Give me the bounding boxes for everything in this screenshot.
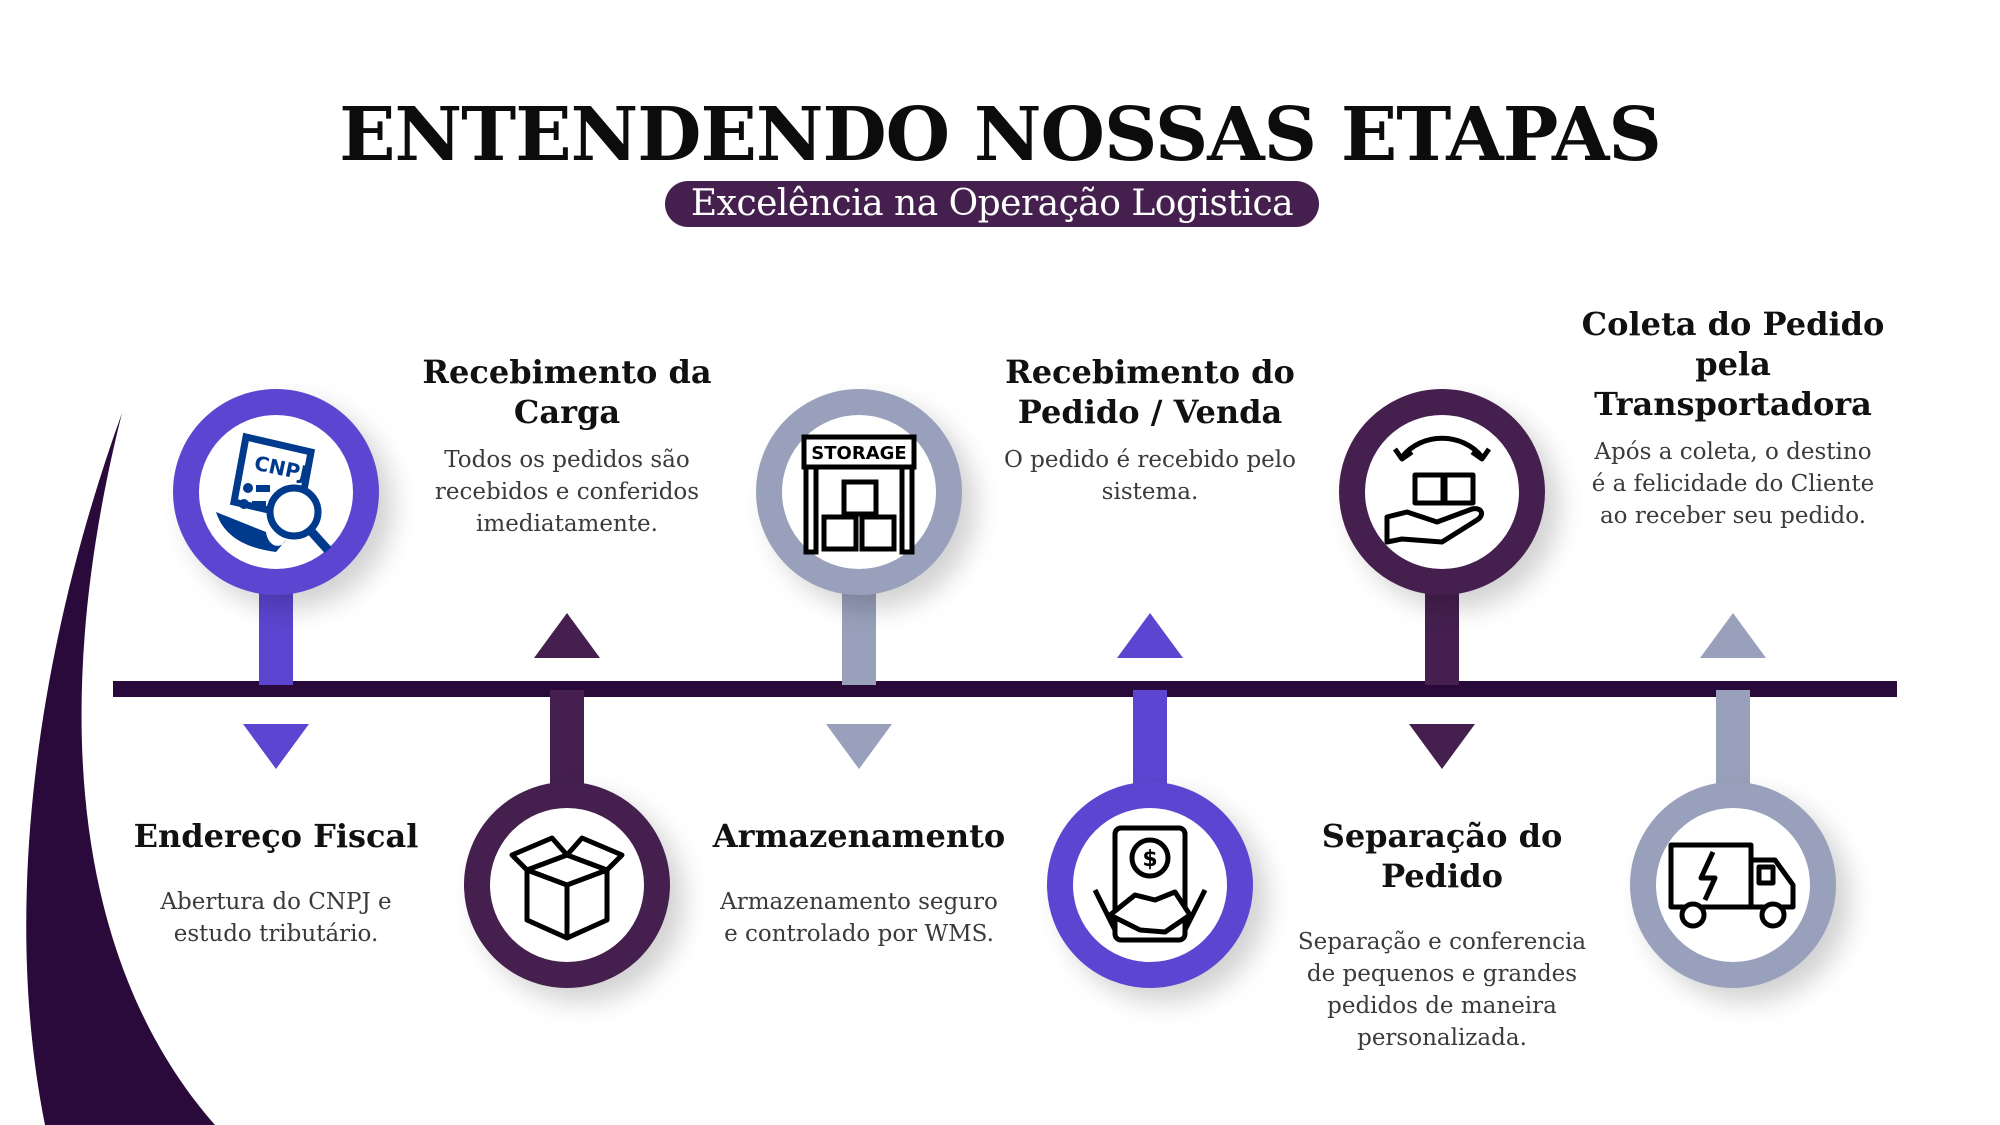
step-5-stem <box>1425 585 1459 685</box>
step-4-text: Recebimento do Pedido / Venda O pedido é… <box>990 352 1310 508</box>
step-2-title: Recebimento da Carga <box>422 353 712 431</box>
timeline-bar <box>113 681 1897 697</box>
step-3-title: Armazenamento <box>712 817 1006 855</box>
step-5-arrow-down <box>1409 724 1475 769</box>
step-2-arrow-up <box>534 613 600 658</box>
step-4-circle: $ <box>1047 782 1253 988</box>
storage-icon-text: STORAGE <box>811 443 906 464</box>
page-title: ENTENDENDO NOSSAS ETAPAS <box>339 92 1662 178</box>
step-1-text: Endereço Fiscal Abertura do CNPJ e estud… <box>116 816 436 950</box>
step-5-circle <box>1339 389 1545 595</box>
step-6-title: Coleta do Pedido pela Transportadora <box>1581 305 1885 423</box>
step-4-stem <box>1133 690 1167 790</box>
step-6-arrow-up <box>1700 613 1766 658</box>
step-4-title: Recebimento do Pedido / Venda <box>1005 353 1295 431</box>
step-5-text: Separação do Pedido Separação e conferen… <box>1282 816 1602 1054</box>
storage-warehouse-icon: STORAGE <box>801 434 917 555</box>
handshake-deal-icon: $ <box>1092 825 1208 943</box>
step-2-stem <box>550 690 584 790</box>
page-subtitle-pill: Excelência na Operação Logistica <box>665 181 1319 227</box>
step-1-circle: CNPJ <box>173 389 379 595</box>
step-6-circle <box>1630 782 1836 988</box>
step-3-description: Armazenamento seguro e controlado por WM… <box>720 889 998 947</box>
cnpj-search-icon: CNPJ <box>216 432 332 554</box>
step-4-description: O pedido é recebido pelo sistema. <box>1004 447 1296 505</box>
step-3-text: Armazenamento Armazenamento seguro e con… <box>699 816 1019 950</box>
step-1-stem <box>259 585 293 685</box>
step-4-arrow-up <box>1117 613 1183 658</box>
step-1-title: Endereço Fiscal <box>133 817 419 855</box>
svg-text:$: $ <box>1142 847 1157 872</box>
step-6-description: Após a coleta, o destino é a felicidade … <box>1591 439 1875 529</box>
step-3-stem <box>842 585 876 685</box>
step-2-circle <box>464 782 670 988</box>
step-2-description: Todos os pedidos são recebidos e conferi… <box>434 447 700 537</box>
step-6-text: Coleta do Pedido pela Transportadora Apó… <box>1573 304 1893 532</box>
step-5-title: Separação do Pedido <box>1321 817 1563 895</box>
step-3-arrow-down <box>826 724 892 769</box>
delivery-truck-icon <box>1668 842 1796 929</box>
step-5-description: Separação e conferencia de pequenos e gr… <box>1297 929 1587 1051</box>
step-1-description: Abertura do CNPJ e estudo tributário. <box>160 889 392 947</box>
step-2-text: Recebimento da Carga Todos os pedidos sã… <box>407 352 727 540</box>
step-6-stem <box>1716 690 1750 790</box>
step-1-arrow-down <box>243 724 309 769</box>
open-box-icon <box>509 835 625 941</box>
step-3-circle: STORAGE <box>756 389 962 595</box>
hand-boxes-transfer-icon <box>1384 435 1492 545</box>
